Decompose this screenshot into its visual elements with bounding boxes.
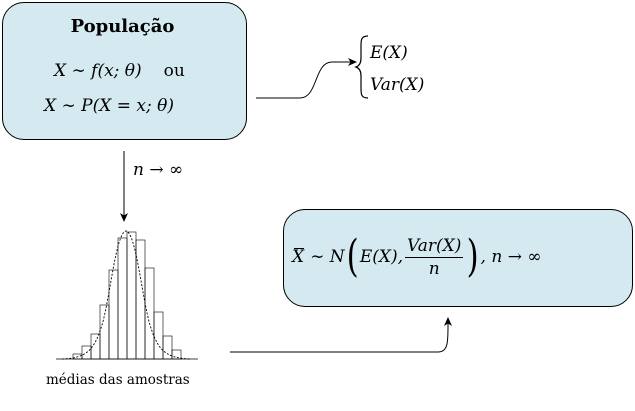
limit-condition: , n → ∞ <box>480 247 542 267</box>
moment-item-variance: Var(X) <box>370 75 425 95</box>
population-probability-line: X ∼ P(X = x; θ) <box>44 96 174 116</box>
population-density-line: X ∼ f(x; θ) ou <box>54 61 185 81</box>
clt-formula: X ∼ N ( E(X), Var(X) n ) , n → ∞ <box>292 231 542 283</box>
histogram-caption: médias das amostras <box>46 372 190 388</box>
histogram-bar <box>171 349 182 360</box>
moment-item-mean: E(X) <box>370 43 408 63</box>
limit-label: n → ∞ <box>133 160 184 180</box>
arrow-to-result <box>230 317 452 353</box>
or-word: ou <box>163 61 185 81</box>
variance-numerator: Var(X) <box>405 235 464 258</box>
right-paren: ) <box>466 231 479 282</box>
density-expression: X ∼ f(x; θ) <box>54 61 142 81</box>
sample-means-histogram <box>56 230 198 360</box>
histogram-bar <box>153 311 164 360</box>
left-paren: ( <box>346 231 359 282</box>
histogram-bar <box>108 269 119 360</box>
moments-brace <box>354 35 369 99</box>
variance-denominator: n <box>428 258 440 279</box>
sample-mean-symbol: X <box>292 247 305 267</box>
histogram-bar <box>117 237 128 360</box>
normal-density-curve <box>61 230 191 360</box>
result-box <box>283 209 633 307</box>
mean-term: E(X), <box>359 247 403 267</box>
histogram-bar <box>144 267 155 360</box>
moments-list: E(X) Var(X) <box>370 37 424 101</box>
population-title: População <box>70 16 175 37</box>
arrow-to-moments <box>256 58 357 99</box>
normal-distribution-symbol: ∼ N <box>310 247 345 267</box>
population-box <box>2 2 247 140</box>
variance-fraction: Var(X) n <box>405 235 464 280</box>
histogram-bar <box>162 335 173 360</box>
histogram-bar <box>126 231 137 360</box>
histogram-bar <box>135 239 146 360</box>
